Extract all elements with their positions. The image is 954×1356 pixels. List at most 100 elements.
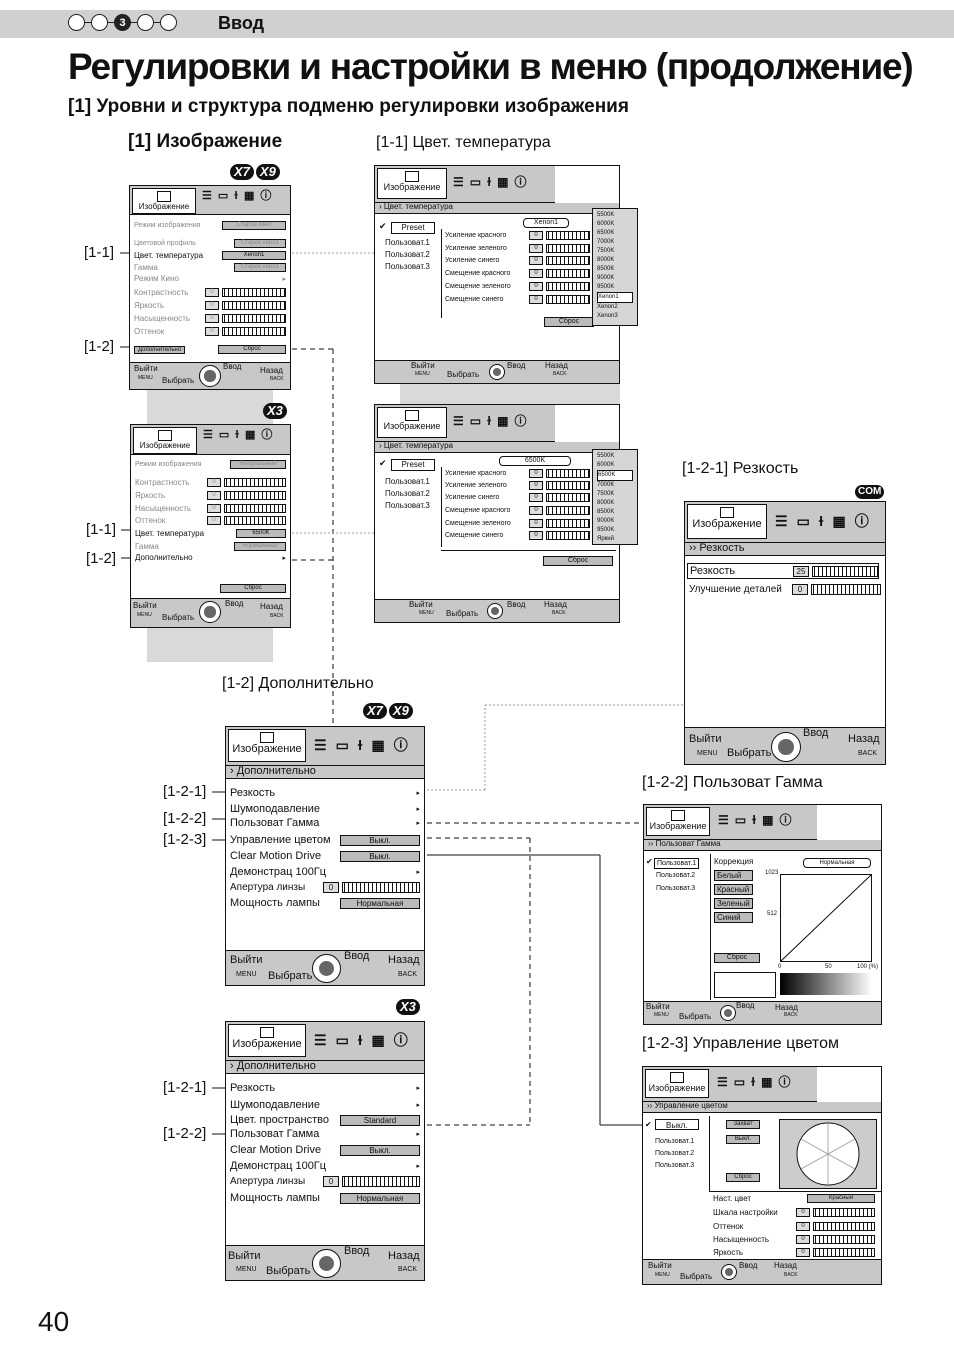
dropdown-option[interactable]: 7000K xyxy=(597,482,615,488)
user-item[interactable]: Пользоват.1 xyxy=(385,238,430,247)
dropdown-option[interactable]: 6000K xyxy=(597,462,615,468)
dropdown-option[interactable]: 7000K xyxy=(597,239,615,245)
list-item[interactable]: Демонстрац 100Гц▸ xyxy=(230,866,420,878)
dropdown-option[interactable]: Яркий xyxy=(597,536,614,542)
dropdown-option[interactable]: 6500K xyxy=(597,230,615,236)
dropdown-option[interactable]: 9500K xyxy=(597,527,615,533)
channel-red[interactable]: Красный xyxy=(714,884,753,895)
user-item[interactable]: Пользоват.3 xyxy=(655,1162,695,1169)
user-item[interactable]: Пользоват.3 xyxy=(385,501,430,510)
user-item[interactable]: Пользоват.1 xyxy=(385,477,430,486)
user-item-selected[interactable]: Пользоват.1 xyxy=(654,858,700,869)
dropdown-option[interactable]: 9000K xyxy=(597,275,615,281)
reset-button[interactable]: Сброс xyxy=(543,556,613,566)
tab-image[interactable]: Изображение xyxy=(377,168,447,199)
capture-button[interactable]: Захват xyxy=(726,1120,760,1129)
tab-image[interactable]: Изображение xyxy=(377,407,447,438)
list-item[interactable]: Резкость▸ xyxy=(230,1082,420,1094)
dropdown-option[interactable]: 6000K xyxy=(597,221,615,227)
tab-image[interactable]: Изображение xyxy=(687,504,767,539)
dropdown-option[interactable]: 5500K xyxy=(597,453,615,459)
dropdown-option[interactable]: 9500K xyxy=(597,284,615,290)
list-item[interactable]: Шумоподавление▸ xyxy=(230,1099,420,1111)
dropdown-option[interactable]: 8500K xyxy=(597,266,615,272)
list-item[interactable]: Демонстрац 100Гц▸ xyxy=(230,1160,420,1172)
preset-value[interactable]: Xenon1 xyxy=(523,218,569,228)
list-item[interactable]: Резкость▸ xyxy=(230,787,420,799)
tab-image[interactable]: Изображение xyxy=(645,1069,709,1098)
channel-white[interactable]: Белый xyxy=(714,870,753,881)
advanced-item[interactable]: Дополнительно▸ xyxy=(135,553,286,562)
dropdown-option[interactable]: 8000K xyxy=(597,500,615,506)
user-item[interactable]: Пользоват.3 xyxy=(385,262,430,271)
preset-value[interactable]: 6500K xyxy=(499,456,571,466)
channel-blue[interactable]: Синий xyxy=(714,912,753,923)
dropdown-option[interactable]: 5500K xyxy=(597,212,615,218)
tab-image[interactable]: Изображение xyxy=(133,427,197,454)
correction-value[interactable]: Нормальная xyxy=(803,858,871,868)
dropdown-option[interactable]: 9000K xyxy=(597,518,615,524)
list-item[interactable]: Режим Кино▸ xyxy=(134,274,286,283)
user-item[interactable]: Пользоват.2 xyxy=(385,489,430,498)
channel-green[interactable]: Зеленый xyxy=(714,898,753,909)
off-item[interactable]: Выкл. xyxy=(655,1119,699,1130)
color-temp-dropdown[interactable]: 5500K 6000K 6500K 7000K 7500K 8000K 8500… xyxy=(592,449,638,545)
tab-image[interactable]: Изображение xyxy=(228,729,306,762)
tab-image[interactable]: Изображение xyxy=(646,807,710,836)
user-item[interactable]: Пользоват.2 xyxy=(385,250,430,259)
preset-item[interactable]: Preset xyxy=(391,459,435,471)
dropdown-option[interactable]: 8000K xyxy=(597,257,615,263)
reset-button[interactable]: Сброс xyxy=(726,1173,760,1182)
dropdown-option[interactable]: 7500K xyxy=(597,491,615,497)
dropdown-option-selected[interactable]: 6500K xyxy=(597,470,633,481)
tab-image[interactable]: Изображение xyxy=(228,1024,306,1057)
reset-button[interactable]: Сброс xyxy=(544,317,594,327)
dropdown-option[interactable]: 8500K xyxy=(597,509,615,515)
user-item[interactable]: Пользоват.1 xyxy=(655,1138,695,1145)
list-item[interactable]: Шумоподавление▸ xyxy=(230,803,420,815)
dropdown-option[interactable]: Xenon2 xyxy=(597,304,618,310)
list-item[interactable]: Пользоват Гамма▸ xyxy=(230,817,420,829)
tab-image[interactable]: Изображение xyxy=(132,188,196,214)
user-item[interactable]: Пользоват.2 xyxy=(656,872,696,879)
list-item[interactable]: Пользоват Гамма▸ xyxy=(230,1128,420,1140)
off-value[interactable]: Выкл. xyxy=(726,1135,760,1144)
reset-button[interactable]: Сброс xyxy=(714,953,760,963)
user-item[interactable]: Пользоват.2 xyxy=(655,1150,695,1157)
